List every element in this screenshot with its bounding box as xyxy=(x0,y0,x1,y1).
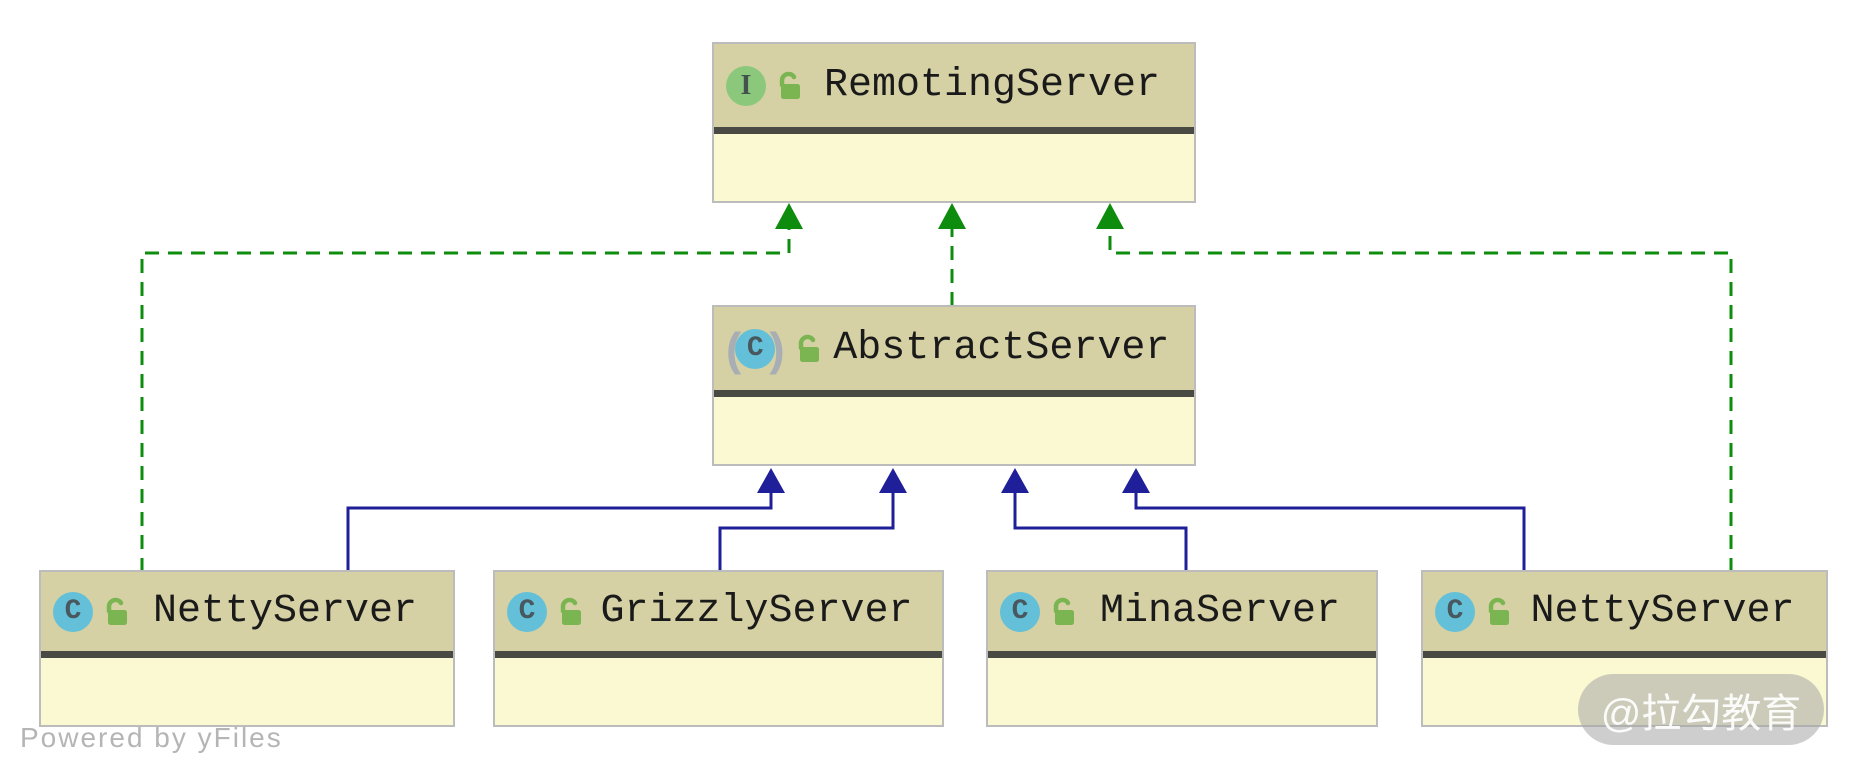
watermark-text: @拉勾教育 xyxy=(1600,691,1802,736)
abstract-class-icon: ( C ) xyxy=(726,322,785,375)
public-open-lock-icon xyxy=(776,71,804,101)
class-node-netty-server-1[interactable]: C NettyServer xyxy=(39,570,455,727)
node-body xyxy=(714,134,1194,201)
class-icon: C xyxy=(53,591,93,632)
class-node-abstract-server[interactable]: ( C ) AbstractServer xyxy=(712,305,1196,466)
class-icon-letter: C xyxy=(1446,595,1464,627)
edge-extends-grizzlyserver-abstractserver xyxy=(718,468,907,572)
class-name: NettyServer xyxy=(1530,589,1795,634)
node-header: C MinaServer xyxy=(988,572,1376,658)
edge-implements-nettyserver2-remotingserver xyxy=(1096,203,1733,572)
node-header: C GrizzlyServer xyxy=(495,572,942,658)
public-open-lock-icon xyxy=(1485,597,1513,627)
powered-by-yfiles-label: Powered by yFiles xyxy=(20,722,283,753)
class-node-mina-server[interactable]: C MinaServer xyxy=(986,570,1378,727)
node-header: C NettyServer xyxy=(41,572,453,658)
class-icon: C xyxy=(1000,591,1040,632)
class-name: MinaServer xyxy=(1099,589,1341,634)
class-name: RemotingServer xyxy=(823,63,1161,108)
class-name: AbstractServer xyxy=(833,326,1170,371)
edge-extends-minaserver-abstractserver xyxy=(1001,468,1188,572)
class-icon: C xyxy=(1435,591,1475,632)
interface-icon-letter: I xyxy=(740,69,752,101)
class-name: NettyServer xyxy=(152,589,418,634)
node-body xyxy=(495,658,942,725)
class-node-grizzly-server[interactable]: C GrizzlyServer xyxy=(493,570,944,727)
edge-implements-abstractserver-remotingserver xyxy=(938,203,966,306)
abstract-paren-close: ) xyxy=(769,322,785,375)
edge-extends-nettyserver1-abstractserver xyxy=(346,468,785,572)
edge-implements-nettyserver1-remotingserver xyxy=(140,203,803,572)
public-open-lock-icon xyxy=(795,334,823,364)
node-header: ( C ) AbstractServer xyxy=(714,307,1194,397)
class-icon: C xyxy=(507,591,547,632)
node-body xyxy=(714,397,1194,464)
class-icon-letter: C xyxy=(518,595,536,627)
node-body xyxy=(41,658,453,725)
watermark-badge: @拉勾教育 xyxy=(1578,674,1824,745)
node-body xyxy=(988,658,1376,725)
node-header: I RemotingServer xyxy=(714,44,1194,134)
public-open-lock-icon xyxy=(557,597,585,627)
class-name: GrizzlyServer xyxy=(600,589,913,634)
public-open-lock-icon xyxy=(103,597,131,627)
node-header: C NettyServer xyxy=(1423,572,1826,658)
class-icon-letter: C xyxy=(1011,595,1029,627)
interface-icon: I xyxy=(726,65,766,106)
class-node-remoting-server[interactable]: I RemotingServer xyxy=(712,42,1196,203)
class-icon-letter: C xyxy=(746,332,764,364)
public-open-lock-icon xyxy=(1050,597,1078,627)
edge-extends-nettyserver2-abstractserver xyxy=(1122,468,1526,572)
class-icon-letter: C xyxy=(64,595,82,627)
